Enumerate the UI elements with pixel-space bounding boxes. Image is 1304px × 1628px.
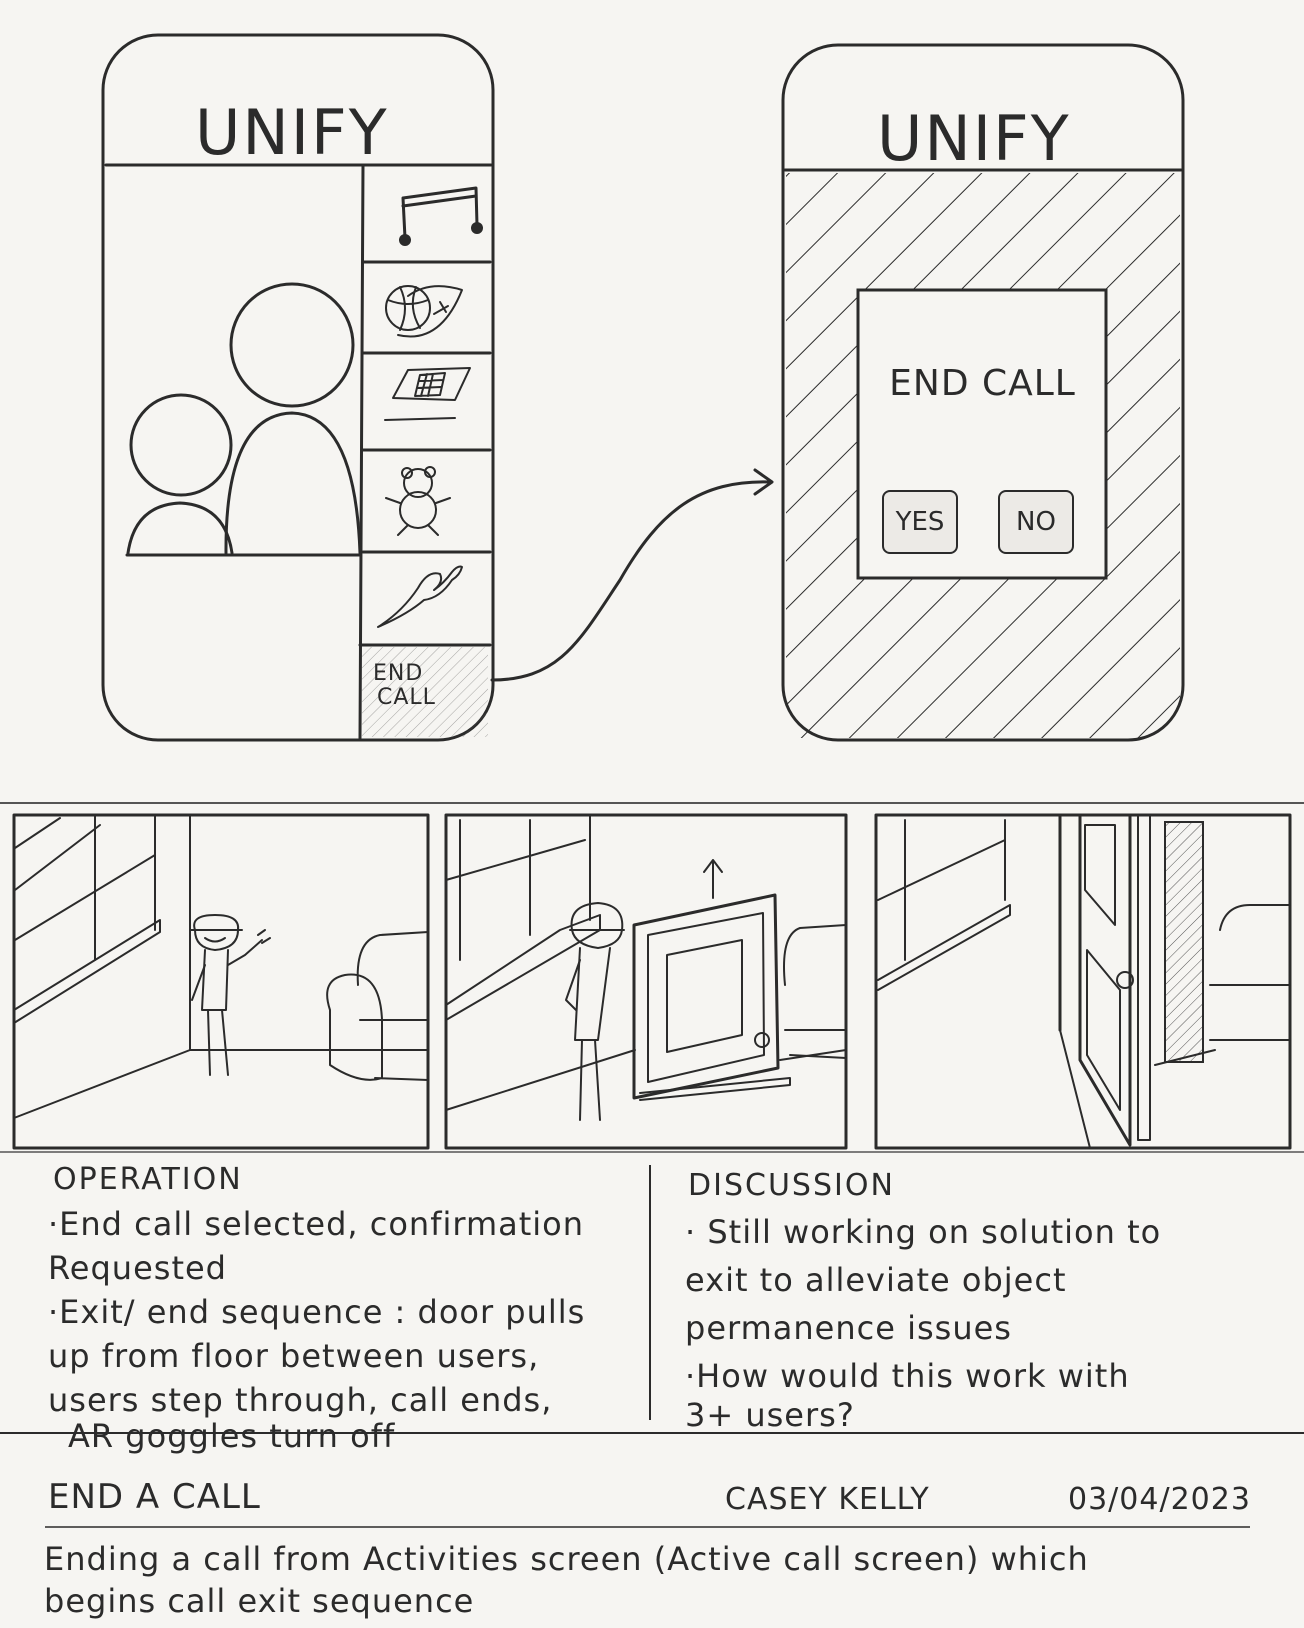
discussion-line: ·How would this work with (685, 1357, 1130, 1395)
teddy-bear-icon[interactable] (385, 466, 451, 536)
phone-right-title: UNIFY (877, 102, 1071, 175)
paintbrush-icon[interactable] (377, 565, 463, 628)
yes-button[interactable]: YES (882, 490, 958, 554)
storyboard-panel-2 (444, 813, 848, 1150)
discussion-line: permanence issues (685, 1309, 1012, 1347)
description-line: Ending a call from Activities screen (Ac… (44, 1540, 1089, 1578)
end-call-label[interactable]: END CALL (373, 662, 436, 710)
discussion-line: exit to alleviate object (685, 1261, 1067, 1299)
operation-heading: OPERATION (53, 1162, 243, 1197)
author: CASEY KELLY (725, 1482, 930, 1517)
operation-line: Requested (48, 1249, 227, 1287)
phone-left-title: UNIFY (195, 96, 389, 169)
operation-notes: ·End call selected, confirmation Request… (48, 1202, 648, 1455)
discussion-heading: DISCUSSION (688, 1168, 895, 1203)
operation-line: ·Exit/ end sequence : door pulls (48, 1293, 586, 1331)
board-game-icon[interactable] (384, 367, 471, 421)
sketch-description: Ending a call from Activities screen (Ac… (44, 1538, 1294, 1622)
flow-arrow (490, 480, 772, 682)
dialog-title: END CALL (889, 363, 1076, 404)
end-call-label-line2: CALL (377, 685, 436, 710)
no-button[interactable]: NO (998, 490, 1074, 554)
description-line: begins call exit sequence (44, 1582, 475, 1620)
discussion-line: 3+ users? (685, 1396, 855, 1434)
basketball-football-icon[interactable] (385, 285, 463, 338)
operation-line: ·End call selected, confirmation (48, 1205, 585, 1243)
operation-line: AR goggles turn off (68, 1417, 396, 1455)
operation-line: up from floor between users, (48, 1337, 540, 1375)
end-call-label-line1: END (373, 661, 424, 686)
music-icon[interactable] (399, 186, 483, 246)
discussion-notes: · Still working on solution to exit to a… (685, 1208, 1285, 1434)
operation-line: users step through, call ends, (48, 1381, 553, 1419)
storyboard-panel-3 (874, 813, 1292, 1150)
phone-right (781, 43, 1185, 742)
date: 03/04/2023 (1068, 1482, 1251, 1517)
storyboard-panel-1 (12, 813, 430, 1150)
phone-left (101, 33, 495, 742)
discussion-line: · Still working on solution to (685, 1213, 1162, 1251)
sketch-title: END A CALL (48, 1477, 261, 1517)
